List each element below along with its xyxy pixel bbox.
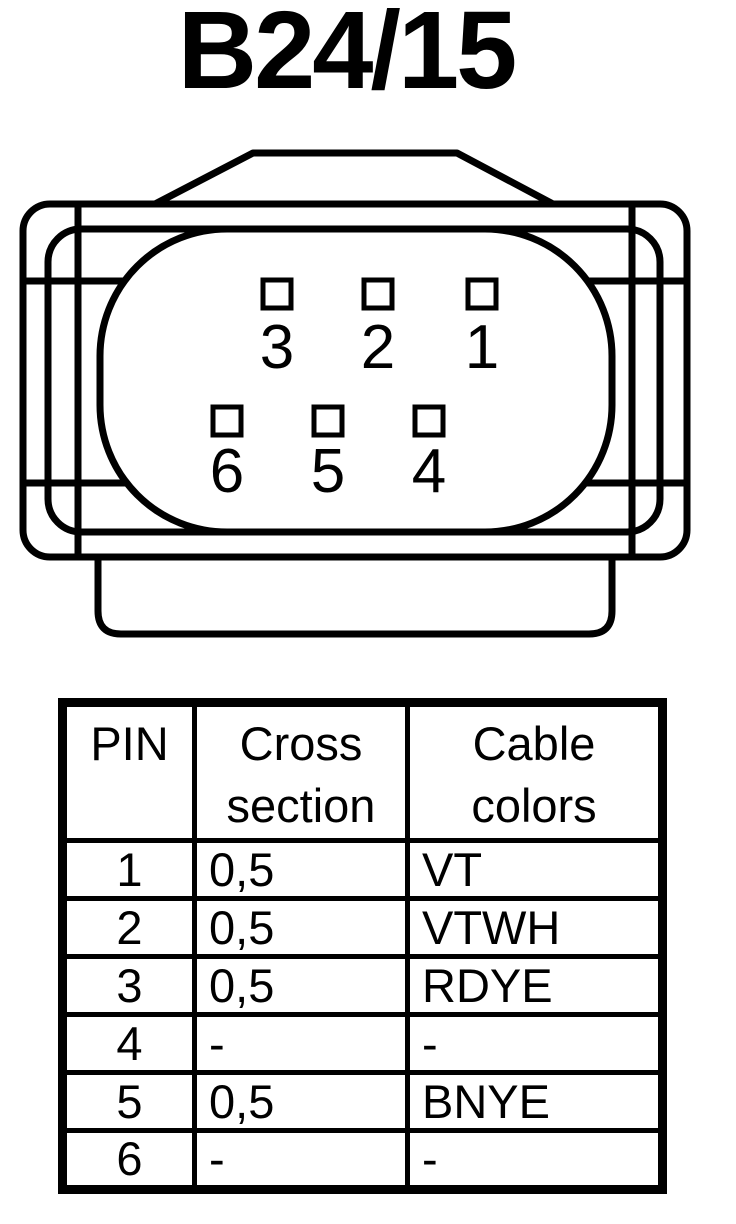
- connector-title: B24/15: [177, 0, 518, 112]
- pin-cell: 5: [60, 1070, 197, 1133]
- connector-oval-opening: [96, 225, 616, 536]
- pin-cell: 3: [60, 954, 197, 1017]
- connector-bottom-tab: [94, 557, 616, 638]
- pin-5-square: [311, 404, 345, 438]
- pin-label-4: 4: [412, 437, 446, 506]
- table-row: 2 0,5 VTWH: [60, 896, 665, 959]
- cross-section-cell: 0,5: [192, 954, 410, 1017]
- cross-section-cell: 0,5: [192, 838, 410, 901]
- cross-section-cell: -: [192, 1128, 410, 1192]
- pin-1-square: [465, 277, 499, 311]
- pin-label-1: 1: [465, 313, 499, 382]
- pin-cell: 2: [60, 896, 197, 959]
- pin-cell: 1: [60, 838, 197, 901]
- pin-label-6: 6: [210, 437, 244, 506]
- table-header-row: PIN Cross section Cable colors: [60, 700, 665, 843]
- connector-outer-housing: [19, 200, 691, 561]
- cable-color-cell: -: [405, 1012, 665, 1075]
- connector-face-diagram: 3 2 1 6 5 4: [19, 149, 691, 638]
- pin-2-square: [361, 277, 395, 311]
- pin-label-3: 3: [260, 313, 294, 382]
- table-row: 1 0,5 VT: [60, 838, 665, 901]
- connector-key-wedge: [151, 149, 557, 208]
- cable-color-cell: -: [405, 1128, 665, 1192]
- cable-color-cell: VTWH: [405, 896, 665, 959]
- table-row: 6 - -: [60, 1128, 665, 1192]
- cross-section-cell: -: [192, 1012, 410, 1075]
- pin-6-square: [210, 404, 244, 438]
- header-pin: PIN: [60, 700, 197, 843]
- header-cross-section: Cross section: [192, 700, 410, 843]
- pin-assignment-table: PIN Cross section Cable colors 1 0,5 VT …: [58, 698, 667, 1194]
- connector-inner-wall: [44, 225, 664, 536]
- pin-label-2: 2: [361, 313, 395, 382]
- cross-section-cell: 0,5: [192, 1070, 410, 1133]
- cable-color-cell: BNYE: [405, 1070, 665, 1133]
- cable-color-cell: RDYE: [405, 954, 665, 1017]
- pin-label-5: 5: [311, 437, 345, 506]
- table-row: 3 0,5 RDYE: [60, 954, 665, 1017]
- header-cable-colors: Cable colors: [405, 700, 665, 843]
- cross-section-cell: 0,5: [192, 896, 410, 959]
- table-row: 4 - -: [60, 1012, 665, 1075]
- pin-cell: 4: [60, 1012, 197, 1075]
- pin-3-square: [260, 277, 294, 311]
- pin-4-square: [412, 404, 446, 438]
- pin-cell: 6: [60, 1128, 197, 1192]
- cable-color-cell: VT: [405, 838, 665, 901]
- table-row: 5 0,5 BNYE: [60, 1070, 665, 1133]
